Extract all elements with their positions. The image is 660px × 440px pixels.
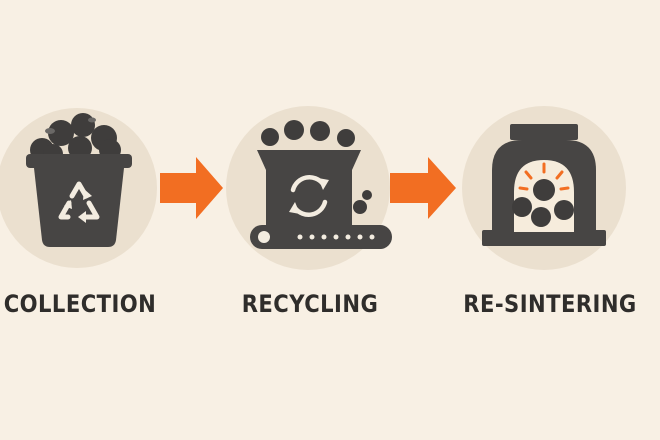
sintering-furnace-icon <box>482 124 606 246</box>
arrow-right-icon <box>390 157 456 219</box>
recycle-bin-icon <box>26 113 132 247</box>
recycle-symbol-icon <box>58 181 100 220</box>
stage-label-collection: COLLECTION <box>3 290 157 318</box>
arrow-right-icon <box>160 157 223 219</box>
stage-label-recycling: RECYCLING <box>241 290 379 318</box>
stage-label-resintering: RE-SINTERING <box>463 290 637 318</box>
recycling-machine-icon <box>250 120 392 249</box>
